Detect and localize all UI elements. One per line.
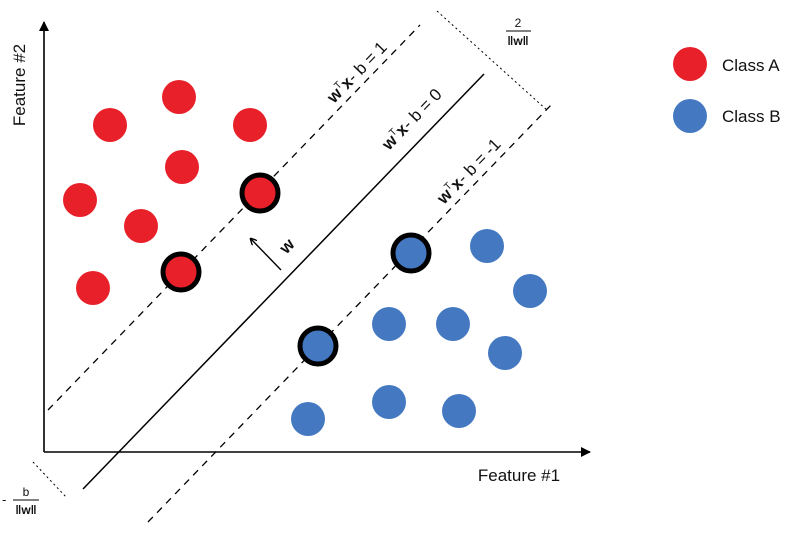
class-a-point <box>165 150 199 184</box>
upper-margin-equation: wTx- b = 1 <box>323 38 391 108</box>
class-b-point <box>488 336 522 370</box>
legend-class-b-label: Class B <box>722 107 781 126</box>
class-a-point <box>124 209 158 243</box>
class-b-point <box>291 402 325 436</box>
offset-bracket <box>32 461 68 499</box>
legend-class-a-label: Class A <box>722 56 780 75</box>
legend-class-b-icon <box>673 99 707 133</box>
upper-margin-line <box>47 24 421 411</box>
offset-label: - b ‖w‖ <box>2 485 39 517</box>
class-a-point <box>162 80 196 114</box>
legend: Class A Class B <box>673 47 781 133</box>
svg-text:-: - <box>2 492 6 507</box>
svg-text:2: 2 <box>515 16 522 30</box>
class-a-point <box>93 108 127 142</box>
lower-margin-line <box>147 103 553 523</box>
hyperplane-line <box>82 73 485 490</box>
margin-bracket <box>436 10 549 112</box>
svg-text:‖w‖: ‖w‖ <box>15 503 36 517</box>
class-a-point <box>63 183 97 217</box>
hyperplane-equation: wTx- b = 0 <box>378 85 446 155</box>
svg-text:b: b <box>23 485 30 499</box>
class-a-support-vector <box>239 172 281 214</box>
margin-width-label: 2 ‖w‖ <box>506 16 531 48</box>
legend-class-a-icon <box>673 47 707 81</box>
class-a-point <box>76 271 110 305</box>
normal-vector-arrow <box>251 239 282 271</box>
lower-margin-equation: wTx- b = -1 <box>433 135 505 209</box>
class-b-point <box>470 229 504 263</box>
svg-text:wTx- b = 0: wTx- b = 0 <box>378 85 446 155</box>
class-a-point <box>233 108 267 142</box>
svg-text:wTx- b = 1: wTx- b = 1 <box>323 38 391 108</box>
svg-text:wTx- b = -1: wTx- b = -1 <box>433 135 505 209</box>
class-b-point <box>513 274 547 308</box>
y-axis-label: Feature #2 <box>10 44 29 126</box>
class-b-point <box>372 307 406 341</box>
class-b-support-vector <box>390 232 432 274</box>
class-a-support-vector <box>160 251 202 293</box>
class-b-point <box>436 307 470 341</box>
class-b-support-vector <box>297 325 339 367</box>
x-axis-label: Feature #1 <box>478 466 560 485</box>
class-b-point <box>442 394 476 428</box>
svg-text:‖w‖: ‖w‖ <box>507 34 528 48</box>
class-a-points <box>63 80 281 305</box>
class-b-points <box>291 229 547 436</box>
class-b-point <box>372 385 406 419</box>
normal-vector-label: w <box>275 234 299 258</box>
